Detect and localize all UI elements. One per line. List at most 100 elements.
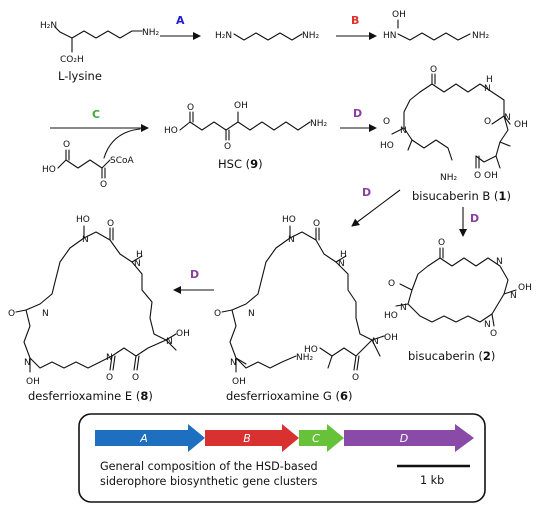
atom-o-bisb4: O — [474, 171, 481, 181]
gene-label-a: A — [139, 432, 148, 445]
atom-nh2-hsc: NH₂ — [310, 119, 328, 129]
atom-n-dese1: N — [82, 235, 89, 245]
atom-oh-dese2: OH — [26, 377, 40, 387]
atom-nh-dese3: N — [106, 353, 113, 363]
atom-oh-desg3: OH — [384, 333, 398, 343]
atom-h2n-cad: H₂N — [215, 31, 232, 41]
atom-o-bisb3: O — [484, 117, 491, 127]
atom-o-desg3: O — [352, 373, 359, 383]
label-desferrioxamine-g: desferrioxamine G (6) — [226, 389, 352, 403]
gene-arrow-c — [299, 424, 344, 452]
structure-cadaverine: H₂N NH₂ — [215, 31, 320, 41]
enzyme-label-b: B — [351, 14, 359, 27]
enzyme-label-d1: D — [353, 107, 362, 120]
atom-ho-succ: HO — [42, 165, 56, 175]
atom-nh-desg: N — [338, 259, 345, 269]
atom-nh2: NH₂ — [142, 28, 160, 38]
atom-o-hsc1: O — [187, 103, 194, 113]
atom-oh-bis: OH — [518, 283, 532, 293]
atom-oh-nhc: OH — [392, 10, 406, 20]
atom-ho-dese1: HO — [76, 215, 90, 225]
gene-cluster-legend: A B C D General composition of the HSD-b… — [78, 413, 486, 503]
atom-oh-bisb2: OH — [484, 171, 498, 181]
label-hsc: HSC (9) — [218, 157, 263, 171]
atom-oh-dese3: OH — [176, 329, 190, 339]
enzyme-label-c: C — [92, 108, 100, 121]
gene-label-b: B — [243, 432, 251, 445]
atom-o-bisb2: O — [383, 117, 390, 127]
structure-desferrioxamine-g: HO N O N H O N OH N NH₂ HO O N OH desfer… — [214, 215, 398, 403]
atom-ho-desg: HO — [304, 345, 318, 355]
atom-n-desg2: N — [230, 358, 237, 368]
atom-n-dese2: N — [24, 358, 31, 368]
enzyme-label-d2: D — [362, 186, 371, 199]
atom-o-hsc2: O — [224, 142, 231, 152]
atom-o-succ2: O — [100, 180, 107, 190]
atom-nh2-nhc: NH₂ — [472, 31, 490, 41]
arrow-d2 — [351, 189, 401, 227]
gene-label-c: C — [312, 432, 320, 445]
atom-n-bis1: N — [400, 303, 407, 313]
enzyme-label-d4: D — [190, 268, 199, 281]
atom-h-desg: H — [340, 250, 347, 260]
atom-nh-dese2: N — [42, 309, 49, 319]
enzyme-label-d3: D — [470, 212, 479, 225]
atom-nh-bis2: N — [484, 320, 491, 330]
atom-oh-bisb: OH — [514, 120, 528, 130]
label-desferrioxamine-e: desferrioxamine E (8) — [28, 389, 153, 403]
atom-h-dese: H — [136, 250, 143, 260]
gene-arrow-b — [205, 424, 299, 452]
atom-nh2-cad: NH₂ — [302, 31, 320, 41]
atom-o-bis3: O — [490, 329, 497, 339]
atom-oh-desg2: OH — [232, 377, 246, 387]
atom-n-desg1: N — [288, 235, 295, 245]
atom-h-bisb: H — [486, 75, 493, 85]
structure-bisucaberin: O O N HO N OH O N N bisucaberin (2) — [384, 238, 532, 363]
atom-ho-bisb: HO — [380, 141, 394, 151]
atom-hn-nhc: HN — [383, 31, 397, 41]
atom-nh-dese: N — [134, 259, 141, 269]
atom-n-bis2: N — [510, 291, 517, 301]
atom-o-dese3: O — [106, 373, 113, 383]
enzyme-label-a: A — [176, 14, 185, 27]
atom-o-succ1: O — [63, 140, 70, 150]
atom-h2n: H₂N — [40, 21, 57, 31]
atom-nh-bis1: N — [496, 257, 503, 267]
atom-nh2-desg: NH₂ — [296, 353, 314, 363]
gene-arrow-d — [344, 424, 474, 452]
atom-o-desg1: O — [313, 219, 320, 229]
atom-o-bisb1: O — [430, 65, 437, 75]
atom-o-dese2: O — [8, 309, 15, 319]
atom-oh-desg1: HO — [282, 215, 296, 225]
scale-bar-label: 1 kb — [420, 474, 444, 487]
atom-oh-hsc: OH — [234, 101, 248, 111]
gene-label-d: D — [400, 432, 408, 445]
label-bisucaberin: bisucaberin (2) — [408, 349, 495, 363]
atom-o-dese4: O — [132, 373, 139, 383]
atom-scoa: SCoA — [110, 156, 135, 166]
atom-n-desg3: N — [372, 337, 379, 347]
structure-bisucaberin-b: O N H O N HO N OH O NH₂ OH O bisucaberin… — [380, 65, 528, 203]
atom-nh2-bisb: NH₂ — [440, 173, 458, 183]
atom-co2h: CO₂H — [60, 55, 84, 65]
atom-ho-bis: HO — [384, 311, 398, 321]
atom-n-bisb1: N — [400, 126, 407, 136]
atom-n-dese3: N — [166, 337, 173, 347]
atom-o-bis1: O — [438, 238, 445, 248]
gene-arrow-a — [95, 424, 205, 452]
atom-nh-bisb: N — [484, 84, 491, 94]
structure-desferrioxamine-e: HO N O N H O N N OH O O N OH N desferrio… — [8, 215, 190, 403]
atom-ho-hsc: HO — [164, 126, 178, 136]
structure-n-hydroxycadaverine: OH HN NH₂ — [383, 10, 490, 41]
atom-o-desg2: O — [214, 309, 221, 319]
atom-nh-desg2: N — [248, 309, 255, 319]
legend-caption-line2: siderophore biosynthetic gene clusters — [100, 475, 318, 488]
legend-caption-line1: General composition of the HSD-based — [100, 460, 318, 473]
step-c: C O O HO SCoA — [42, 108, 149, 190]
atom-o-dese1: O — [107, 219, 114, 229]
structure-l-lysine: H₂N NH₂ CO₂H L-lysine — [40, 21, 160, 83]
label-bisucaberin-b: bisucaberin B (1) — [412, 189, 511, 203]
structure-hsc: O O HO OH NH₂ HSC (9) — [164, 101, 328, 171]
label-l-lysine: L-lysine — [58, 69, 102, 83]
